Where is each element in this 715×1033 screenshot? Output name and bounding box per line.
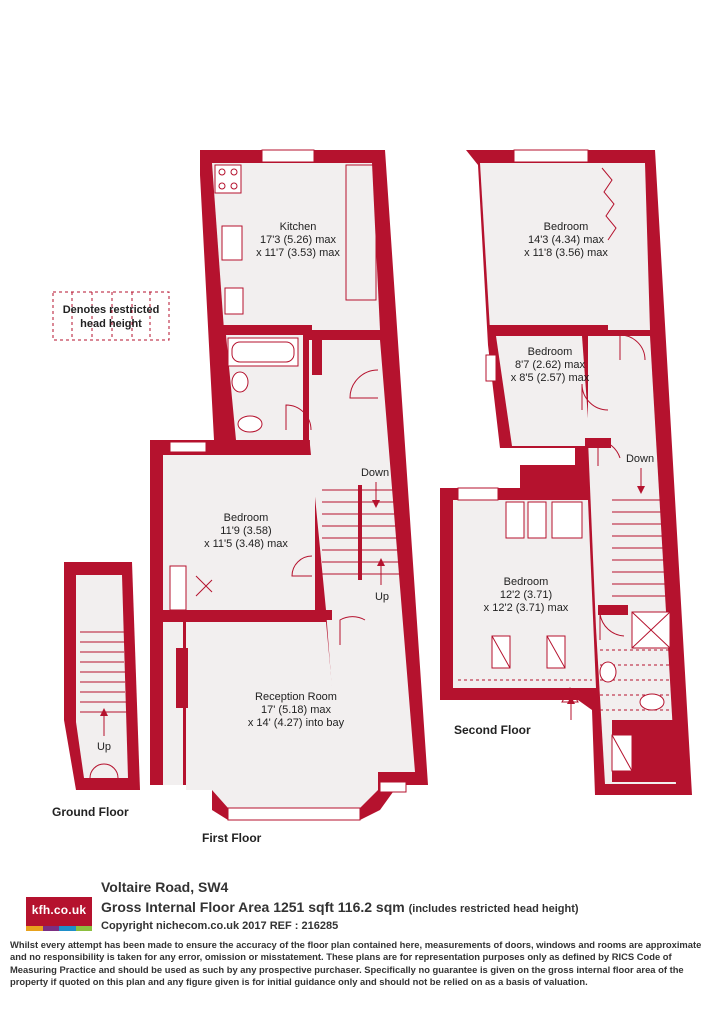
top-bedroom-name: Bedroom [544,221,589,233]
door-swing-icon [597,439,621,466]
legend: Denotes restricted head height [52,291,170,341]
ground-floor-stairs [80,631,126,736]
bedroom-window [513,149,589,163]
kitchen-dim-1: 17'3 (5.26) max [260,234,337,246]
mid-bedroom-name: Bedroom [528,346,573,358]
kitchen-name: Kitchen [280,221,317,233]
door-swing-icon [581,383,609,411]
brand-color-bars [26,926,92,931]
first-stairs-down-label: Down [361,467,389,479]
logo-bar [59,926,76,931]
toilet-icon [237,415,263,433]
ground-floor-label: Ground Floor [52,805,129,819]
floor-area: Gross Internal Floor Area 1251 sqft 116.… [101,899,579,915]
second-floor-label: Second Floor [454,723,531,737]
floor-area-value: Gross Internal Floor Area 1251 sqft 116.… [101,899,405,915]
legend-line-1: Denotes restricted [63,304,160,316]
basin-icon [599,661,617,683]
second-floor-stairs [567,468,668,720]
top-bedroom-dim-2: x 11'8 (3.56) max [524,247,608,259]
door-swing-icon [285,404,312,431]
legend-dashed-box [52,291,170,341]
ground-floor-plan: Up [64,562,140,790]
ground-stairs-up-label: Up [97,741,111,753]
door-swing-icon [599,613,625,640]
reception-dim-2: x 14' (4.27) into bay [248,717,345,729]
mid-bedroom-dim-1: 8'7 (2.62) max [515,359,585,371]
second-floor-plan: Down Bedroom 14'3 (4.34) max x 11'8 (3.5… [440,149,692,795]
reception-name: Reception Room [255,691,337,703]
first-stairs-up-label: Up [375,591,389,603]
door-swing-icon [291,555,313,577]
door-swing-icon [619,334,646,361]
first-floor-label: First Floor [202,831,262,845]
first-floor-plan: Down Up Kitchen 17'3 (5.26) max x 11'7 (… [150,149,428,821]
second-bedroom-dim-2: x 12'2 (3.71) max [484,602,569,614]
door-swing-icon [339,616,366,645]
mid-bedroom-dim-2: x 8'5 (2.57) max [511,372,590,384]
first-bedroom-dim-2: x 11'5 (3.48) max [204,538,288,550]
kitchen-dim-2: x 11'7 (3.53) max [256,247,340,259]
basin-icon [231,371,249,393]
bath-icon [227,337,299,367]
first-floor-stairs [322,482,402,585]
first-bedroom-name: Bedroom [224,512,269,524]
bay-window [227,807,361,821]
legend-line-2: head height [80,318,142,330]
kitchen-window [261,149,315,163]
toilet-icon [639,693,665,711]
reception-dim-1: 17' (5.18) max [261,704,331,716]
top-bedroom-dim-1: 14'3 (4.34) max [528,234,605,246]
second-bedroom-dim-1: 12'2 (3.71) [500,589,552,601]
copyright-notice: Copyright nichecom.co.uk 2017 REF : 2162… [101,920,339,932]
property-address: Voltaire Road, SW4 [101,879,229,895]
disclaimer-text: Whilst every attempt has been made to en… [10,939,702,988]
sink-icon [221,225,243,261]
hob-icon [214,164,242,194]
door-swing-icon [89,763,119,779]
logo-bar [26,926,43,931]
logo-bar [75,926,92,931]
door-swing-icon [349,369,379,399]
first-bedroom-dim-1: 11'9 (3.58) [220,525,271,537]
floor-plan: Denotes restricted head height Up Ground… [52,149,692,845]
brand-logo-text: kfh.co.uk [31,903,87,917]
second-bedroom-name: Bedroom [504,576,549,588]
second-stairs-down-label: Down [626,453,654,465]
brand-logo: kfh.co.uk [26,897,92,931]
floor-area-note: (includes restricted head height) [408,903,579,915]
bedroom-window [169,441,207,453]
logo-bar [42,926,59,931]
